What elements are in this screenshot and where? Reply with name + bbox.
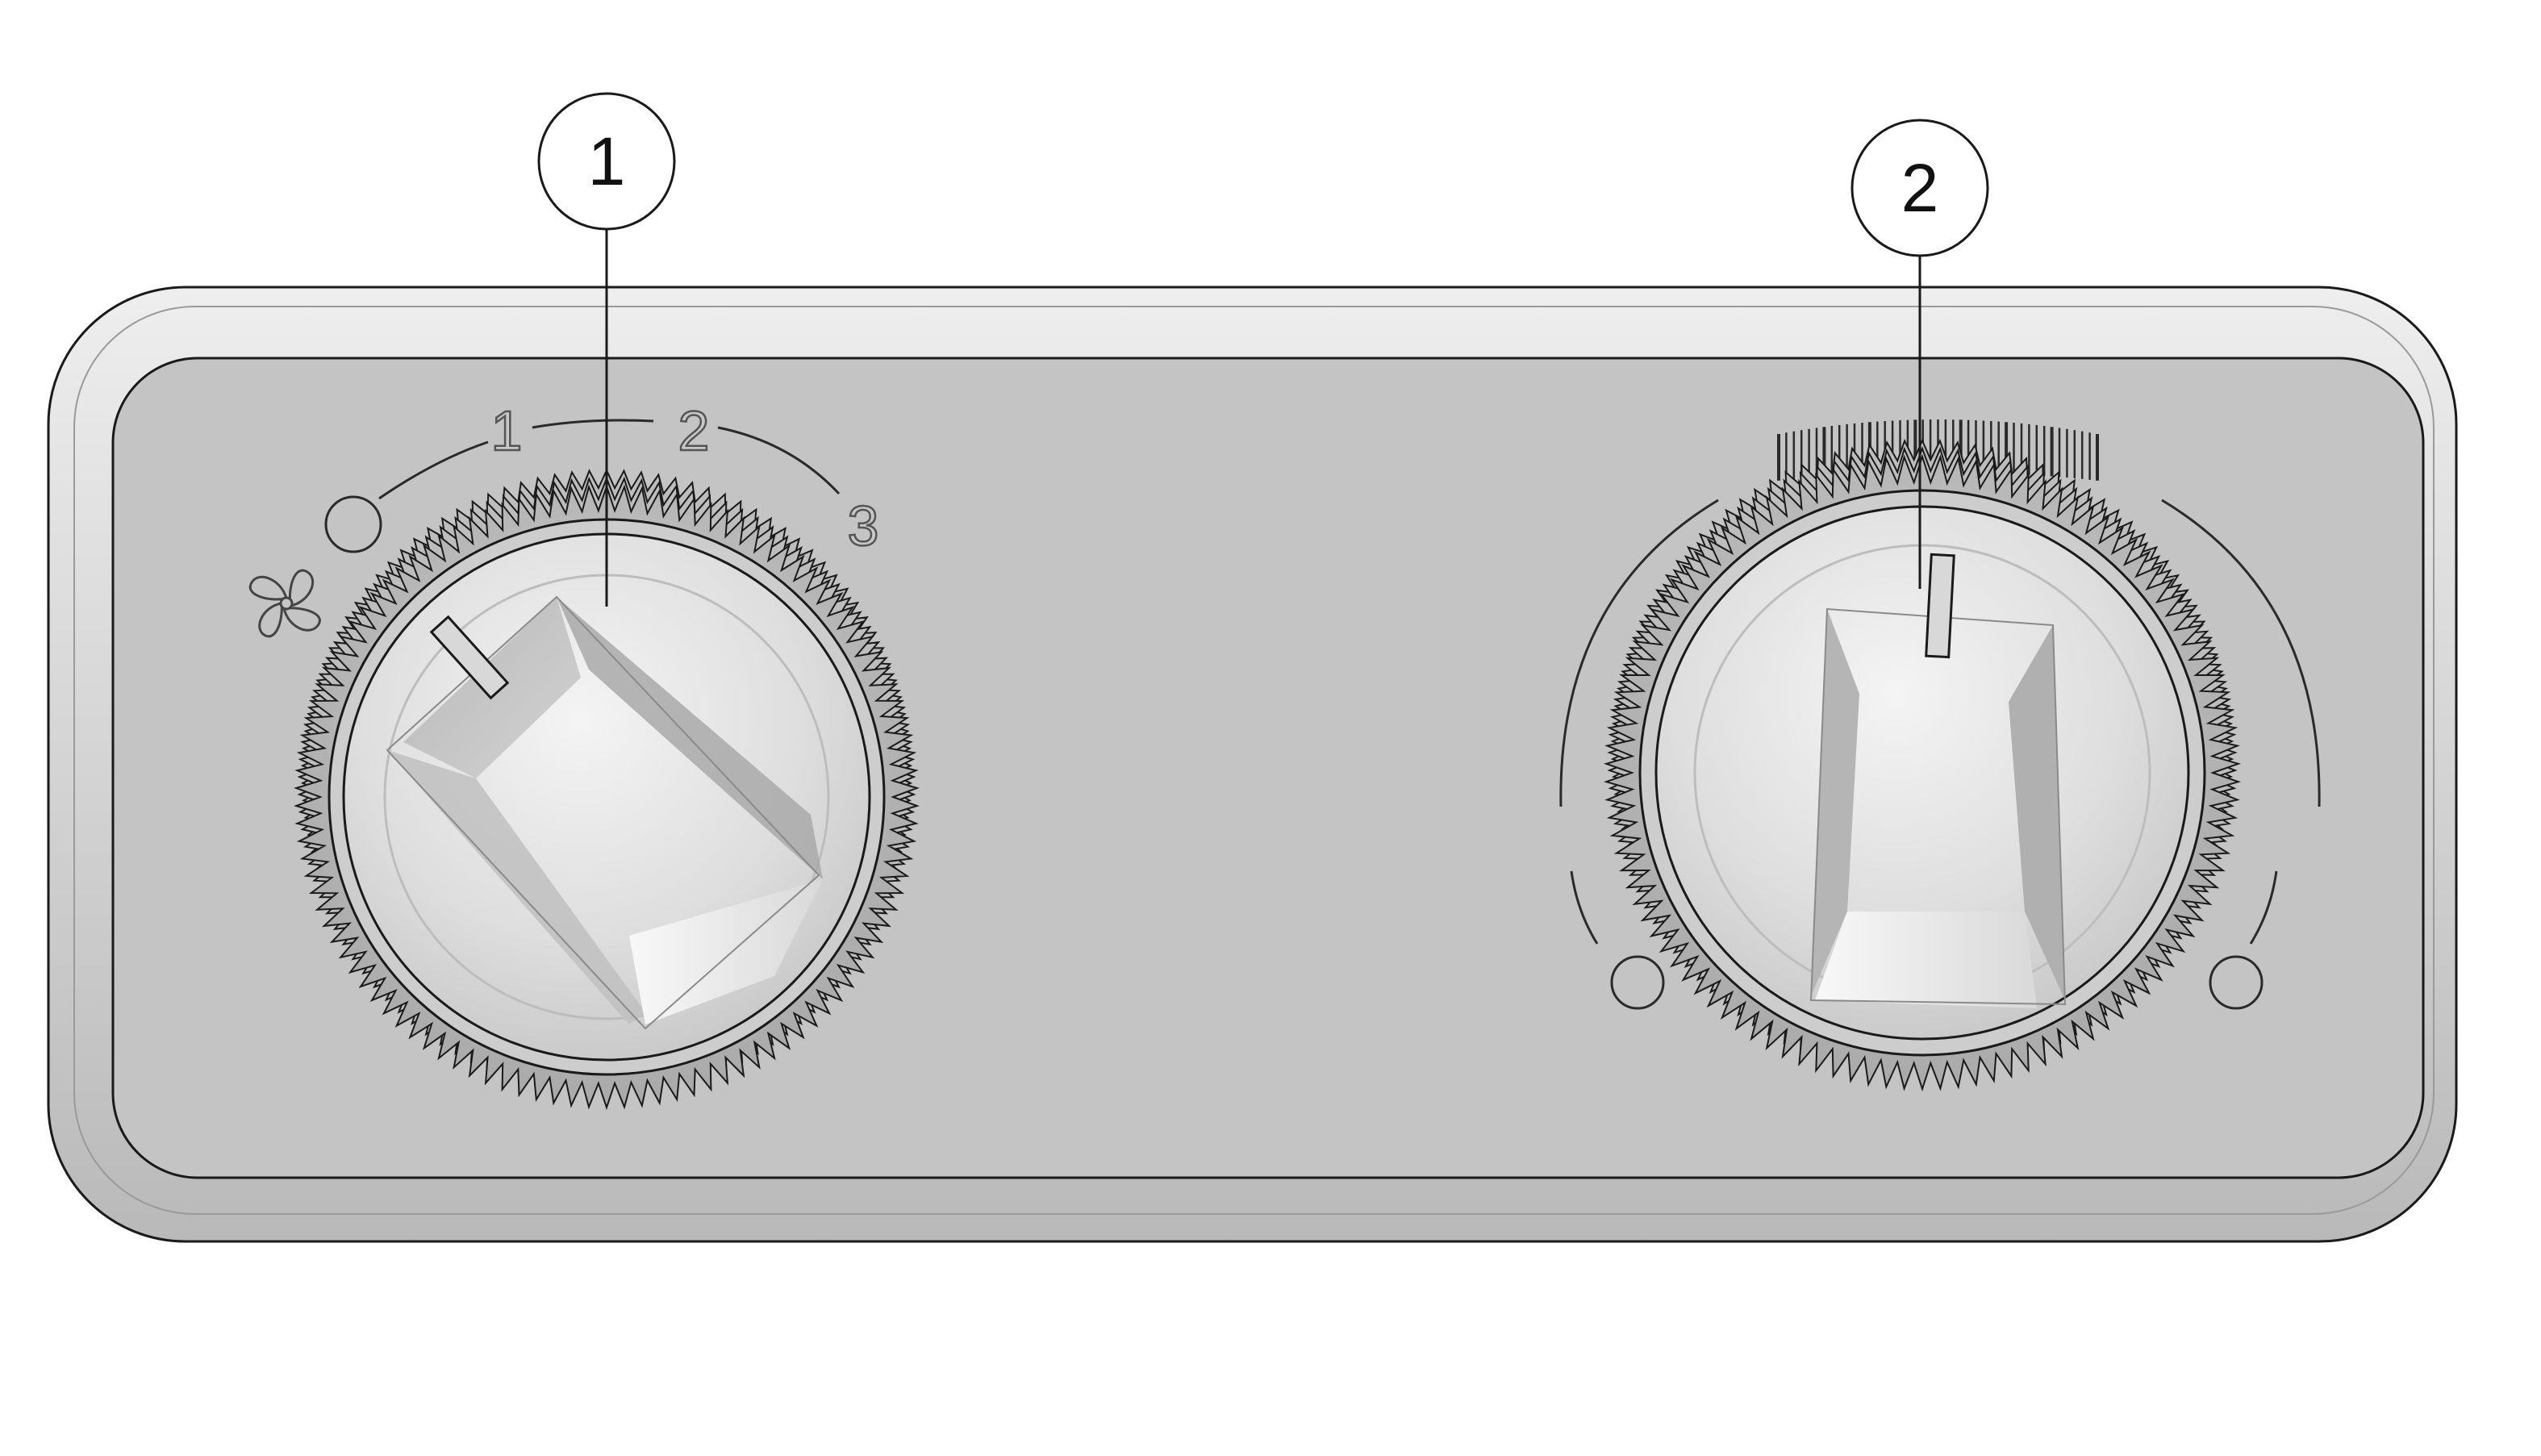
circle-off-icon — [324, 495, 382, 553]
fan-scale-arc — [717, 426, 841, 495]
fan-speed-label-2: 2 — [678, 399, 710, 462]
knob-2-light-facet — [1815, 912, 2037, 1008]
callout-2-number: 2 — [1901, 150, 1939, 226]
fan-scale-arc — [532, 419, 654, 429]
thermostat-scale-arc — [1559, 499, 1719, 807]
callout-1-number: 1 — [588, 123, 626, 199]
thermostat-scale-arc — [1570, 870, 1599, 945]
callout-2-bubble — [1850, 119, 1989, 257]
knob-2-indicator-mark — [1925, 553, 1955, 659]
callout-1: 1 — [537, 92, 676, 607]
fan-speed-scale: 1 2 3 — [248, 398, 880, 638]
fan-scale-arc — [378, 440, 489, 500]
fan-speed-label-1: 1 — [491, 399, 523, 462]
small-circle-icon — [1610, 955, 1665, 1010]
callout-1-bubble — [537, 92, 676, 231]
knob-1-grip-ridge — [386, 595, 820, 1030]
fan-icon — [248, 569, 321, 638]
thermostat-scale-arc — [2249, 870, 2278, 945]
fan-speed-label-3: 3 — [848, 494, 879, 557]
callout-2: 2 — [1850, 119, 1989, 589]
knob-2-grip-ridge — [1809, 607, 2067, 1006]
thermostat-knob[interactable] — [1603, 438, 2242, 1092]
fan-speed-knob[interactable] — [294, 468, 920, 1111]
thermostat-scale-arc — [2161, 499, 2321, 807]
small-circle-icon — [2209, 955, 2264, 1010]
panel-bezel-inner-edge — [73, 306, 2435, 1215]
knob-1-light-facet — [629, 879, 823, 1024]
knob-1-indicator-mark — [429, 615, 510, 700]
knob-2-dark-facet — [2009, 625, 2065, 1000]
